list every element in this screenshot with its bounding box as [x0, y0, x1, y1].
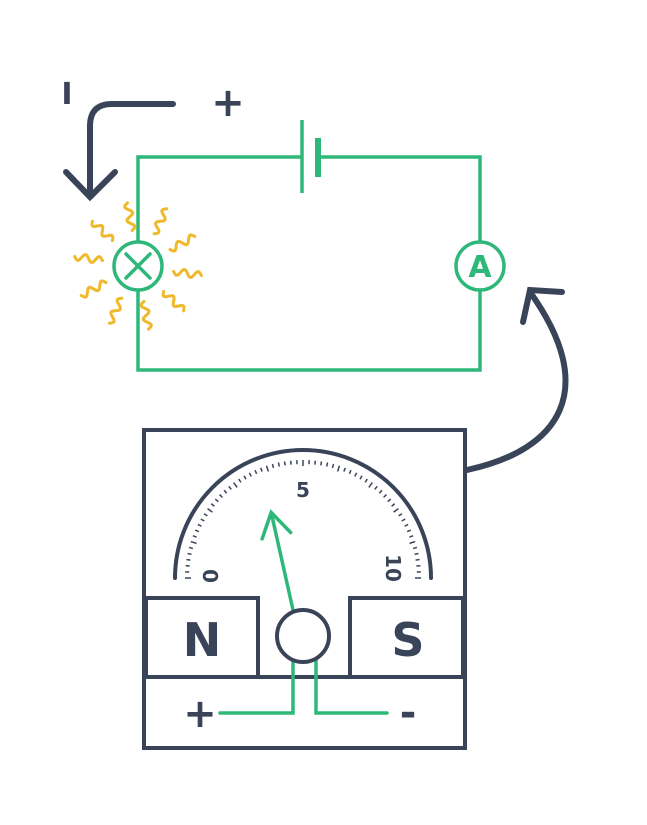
scale-tick — [354, 472, 358, 477]
scale-tick — [412, 546, 418, 550]
scale-tick — [343, 467, 346, 472]
scale-tick — [374, 485, 378, 490]
scale-tick — [271, 463, 275, 469]
light-ray — [139, 300, 153, 331]
pivot — [275, 608, 331, 664]
scale-label-10: 10 — [381, 554, 405, 582]
scale-tick — [387, 498, 392, 503]
scale-tick — [219, 494, 223, 498]
circuit — [112, 120, 506, 372]
scale-tick — [188, 546, 194, 550]
scale-tick — [401, 518, 406, 522]
zoom-arrow-icon — [464, 286, 569, 473]
meter-needle — [260, 509, 295, 612]
light-ray — [161, 289, 186, 313]
scale-tick — [368, 482, 373, 488]
scale-tick — [383, 494, 387, 498]
scale-tick — [254, 469, 258, 475]
light-ray — [79, 279, 108, 299]
scale-tick — [398, 513, 403, 517]
scale-tick — [187, 552, 192, 556]
current-arrow-icon — [63, 101, 176, 202]
scale-tick — [359, 475, 363, 480]
light-ray — [107, 296, 124, 325]
scale-tick — [406, 529, 412, 533]
ammeter-symbol — [454, 240, 506, 292]
scale-tick — [186, 558, 191, 561]
south-label: S — [391, 613, 424, 667]
light-ray — [172, 268, 203, 279]
scale-tick — [364, 478, 368, 483]
scale-tick — [415, 558, 420, 561]
scale-tick — [197, 523, 202, 527]
current-label: I — [61, 77, 72, 112]
scale-tick — [336, 465, 341, 472]
scale-tick — [192, 535, 197, 538]
scale-tick — [409, 540, 416, 545]
scale-tick — [277, 462, 281, 467]
light-ray — [152, 207, 169, 236]
lamp-cross-icon — [124, 252, 152, 280]
positive-terminal: + — [183, 691, 217, 737]
battery-positive-label: + — [211, 80, 245, 126]
scale-tick — [200, 518, 205, 522]
scale-tick — [414, 552, 419, 556]
scale-tick — [243, 475, 247, 480]
meter-box — [142, 428, 467, 750]
scale-tick — [194, 529, 200, 533]
scale-tick — [207, 508, 213, 513]
light-ray — [90, 219, 115, 243]
scale-tick — [393, 508, 399, 513]
circuit-wire — [136, 155, 482, 372]
scale-tick — [190, 540, 197, 545]
light-rays — [73, 201, 203, 331]
scale-tick — [210, 503, 215, 507]
scale-tick — [265, 465, 270, 472]
light-ray — [123, 201, 137, 232]
needle-arrow — [260, 509, 295, 612]
scale-label-0: 0 — [199, 569, 223, 583]
scale-tick — [248, 472, 252, 477]
meter-scale-arc — [173, 448, 433, 580]
scale-tick — [203, 513, 208, 517]
north-label: N — [183, 613, 222, 667]
scale-tick — [228, 485, 232, 490]
scale-tick — [223, 489, 228, 494]
galvanometer — [142, 428, 467, 750]
scale-tick — [260, 467, 263, 472]
scale-tick — [325, 462, 329, 467]
scale-tick — [214, 498, 219, 503]
coil-wires — [218, 658, 389, 715]
light-ray — [168, 233, 197, 253]
negative-terminal: - — [400, 690, 417, 736]
scale-tick — [283, 461, 286, 466]
scale-tick — [409, 535, 414, 538]
scale-tick — [238, 478, 242, 483]
scale-label-5: 5 — [296, 478, 310, 502]
scale-tick — [331, 463, 335, 469]
scale-tick — [378, 489, 383, 494]
scale-tick — [348, 469, 352, 475]
ammeter-label: A — [468, 250, 492, 285]
scale-tick — [320, 461, 323, 466]
scale-tick — [233, 482, 238, 488]
scale-ticks — [185, 460, 421, 579]
scale-tick — [404, 523, 409, 527]
light-ray — [73, 253, 104, 264]
scale-tick — [391, 503, 396, 507]
